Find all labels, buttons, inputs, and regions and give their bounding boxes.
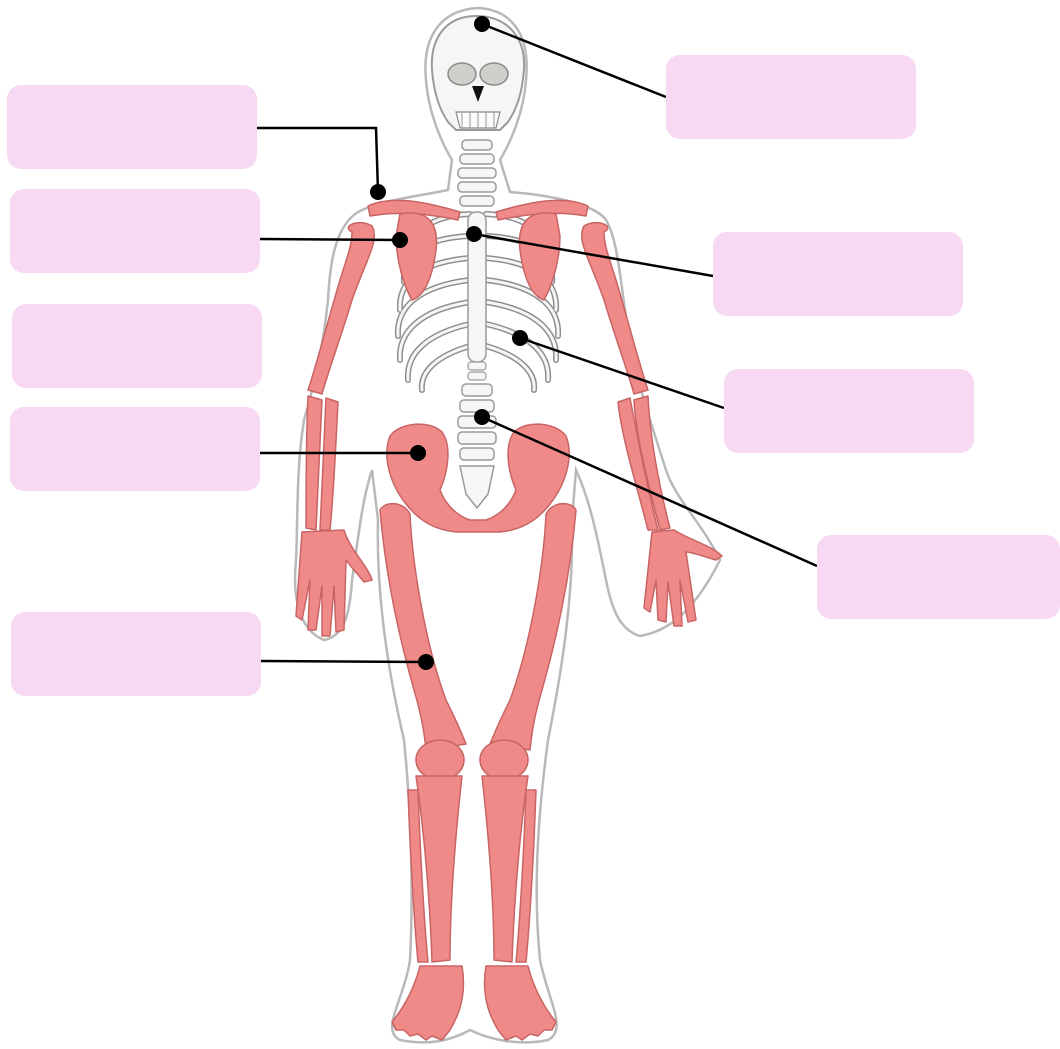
pointer-dot-vertebra <box>474 409 490 425</box>
leader-line-l1 <box>257 128 378 192</box>
label-box-left-3[interactable] <box>12 304 262 388</box>
label-box-right-3[interactable] <box>724 369 974 453</box>
pointer-dot-pelvis <box>410 445 426 461</box>
leader-line-l2 <box>260 239 400 240</box>
label-box-left-5[interactable] <box>11 612 261 696</box>
left-patella <box>416 740 464 780</box>
pointer-dot-clavicle <box>370 184 386 200</box>
label-box-left-1[interactable] <box>7 85 257 169</box>
right-patella <box>480 740 528 780</box>
label-box-right-4[interactable] <box>817 535 1060 619</box>
label-box-left-4[interactable] <box>10 407 260 491</box>
label-box-right-1[interactable] <box>666 55 916 139</box>
pointer-dot-ribs <box>512 330 528 346</box>
pointer-dot-skull <box>474 16 490 32</box>
leader-line-l5 <box>261 661 426 662</box>
pointer-dot-sternum <box>466 226 482 242</box>
pointer-dot-femur <box>418 654 434 670</box>
pointer-dot-scapula <box>392 232 408 248</box>
label-box-left-2[interactable] <box>10 189 260 273</box>
skull <box>432 16 524 130</box>
label-box-right-2[interactable] <box>713 232 963 316</box>
